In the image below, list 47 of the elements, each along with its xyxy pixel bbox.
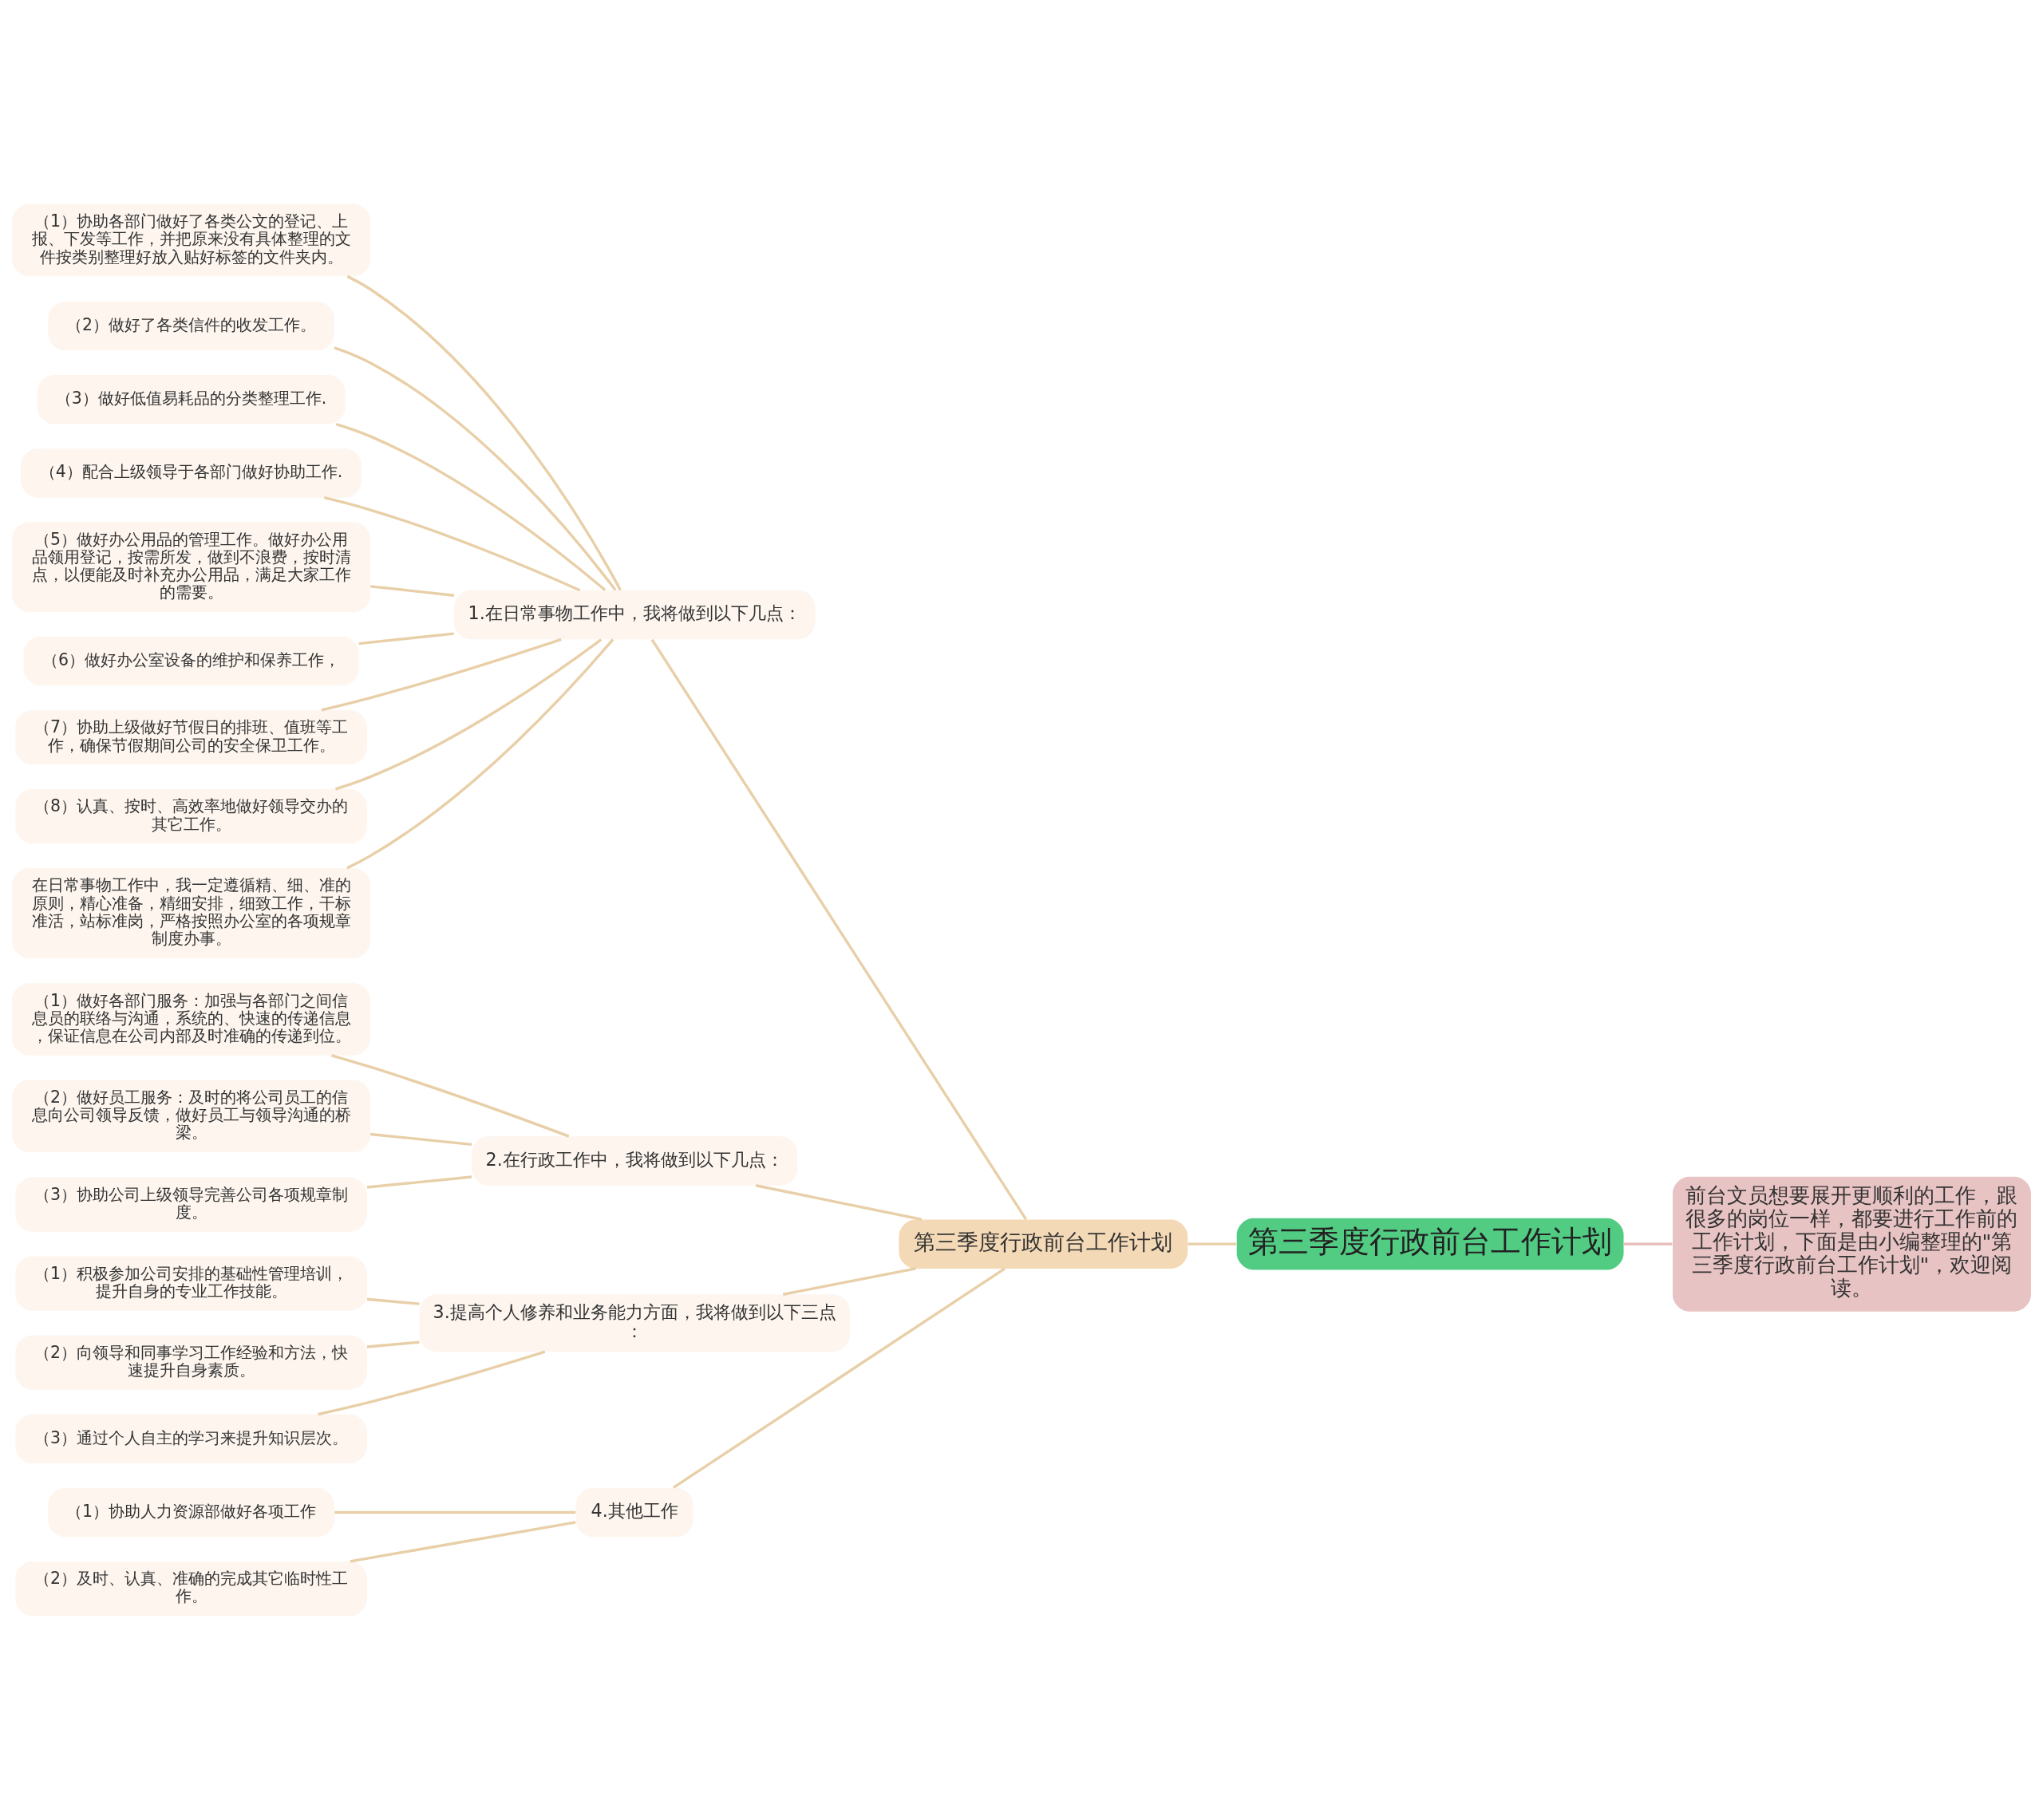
node-box: 前台文员想要展开更顺利的工作，跟很多的岗位一样，都要进行工作前的工作计划，下面是由小编整理的"第三季度行政前台工作计划"，欢迎阅读。 [1672, 1176, 2031, 1312]
node-box: （5）做好办公用品的管理工作。做好办公用品领用登记，按需所发，做到不浪费，按时清点，以便能及时补充办公用品，满足大家工作的需要。 [12, 522, 371, 613]
node-box: （4）配合上级领导于各部门做好协助工作. [21, 448, 362, 498]
node-box: （6）做好办公室设备的维护和保养工作， [23, 636, 359, 686]
node-box: 4.其他工作 [575, 1487, 694, 1538]
node-box: （2）做好了各类信件的收发工作。 [48, 301, 334, 351]
connector [366, 1175, 472, 1189]
connector [370, 585, 455, 597]
node-box: （3）做好低值易耗品的分类整理工作. [37, 375, 346, 424]
node-box: 第三季度行政前台工作计划 [899, 1219, 1188, 1269]
node-box: （3）协助公司上级领导完善公司各项规章制度。 [15, 1177, 367, 1232]
node-box: （3）通过个人自主的学习来提升知识层次。 [15, 1414, 367, 1463]
connector [334, 638, 603, 791]
connector [335, 422, 607, 591]
node-box: （2）向领导和同事学习工作经验和方法，快速提升自身素质。 [15, 1335, 367, 1390]
node-box: 第三季度行政前台工作计划 [1236, 1218, 1624, 1270]
connector [350, 1521, 576, 1563]
node-box: （1）协助人力资源部做好各项工作 [48, 1487, 334, 1538]
connector [358, 632, 455, 645]
node-box: （2）做好员工服务：及时的将公司员工的信息向公司领导反馈，做好员工与领导沟通的桥梁。 [12, 1080, 371, 1152]
connector [366, 1297, 420, 1305]
connector [321, 638, 562, 712]
connector [318, 1350, 546, 1416]
node-box: （1）做好各部门服务：加强与各部门之间信息员的联络与沟通，系统的、快速的传递信息，保证信息在公司内部及时准确的传递到位。 [12, 983, 371, 1056]
node-box: 1.在日常事物工作中，我将做到以下几点： [454, 590, 816, 640]
node-box: （1）协助各部门做好了各类公文的登记、上报、下发等工作，并把原来没有具体整理的文件按类别整理好放入贴好标签的文件夹内。 [12, 203, 371, 277]
connector [323, 496, 581, 592]
connector [650, 638, 1028, 1221]
node-box: 2.在行政工作中，我将做到以下几点： [472, 1136, 798, 1186]
node-box: （8）认真、按时、高效率地做好领导交办的其它工作。 [15, 789, 367, 844]
connector [331, 1054, 570, 1138]
node-box: （7）协助上级做好节假日的排班、值班等工作，确保节假期间公司的安全保卫工作。 [15, 710, 367, 765]
connector [346, 638, 614, 870]
connector [782, 1267, 916, 1296]
node-box: （1）积极参加公司安排的基础性管理培训，提升自身的专业工作技能。 [15, 1256, 367, 1311]
node-box: 在日常事物工作中，我一定遵循精、细、准的原则，精心准备，精细安排，细致工作，干标准活，站标准岗，严格按照办公室的各项规章制度办事。 [12, 868, 371, 958]
connector [1623, 1242, 1673, 1246]
connector [334, 346, 617, 591]
connector [1187, 1242, 1236, 1246]
connector [370, 1132, 472, 1147]
connector [346, 274, 622, 591]
node-box: 3.提高个人修养和业务能力方面，我将做到以下三点： [419, 1294, 850, 1352]
connector [366, 1340, 420, 1348]
connector [755, 1184, 923, 1221]
connector [672, 1267, 1006, 1489]
node-box: （2）及时、认真、准确的完成其它临时性工作。 [15, 1561, 367, 1617]
connector [334, 1510, 576, 1514]
